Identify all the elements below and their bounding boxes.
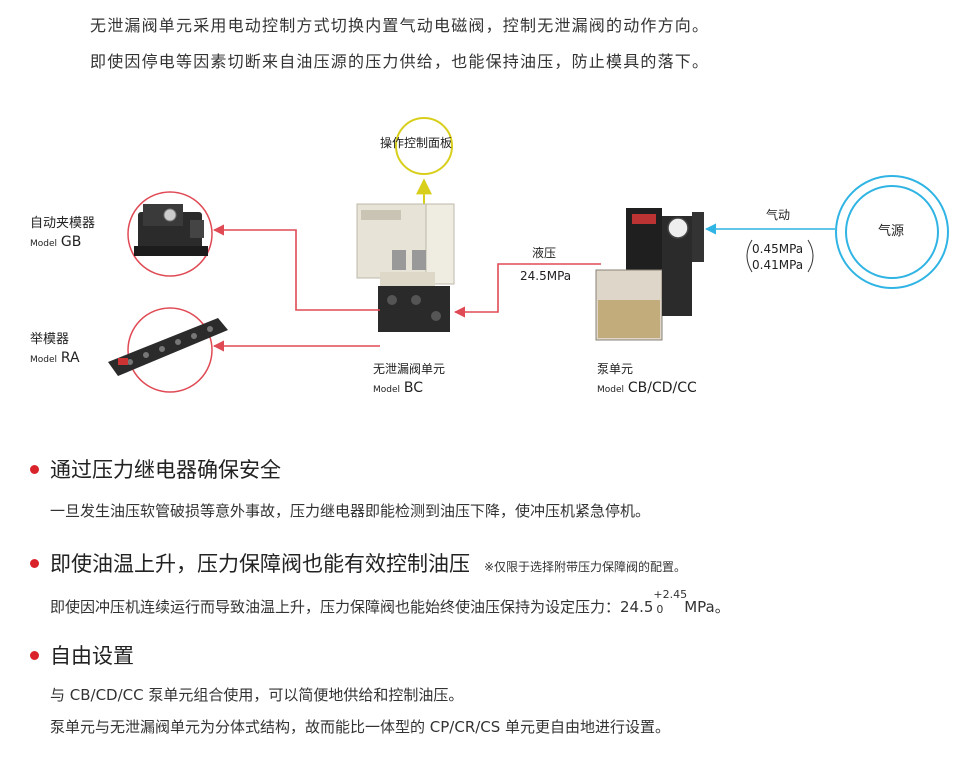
intro-line-1: 无泄漏阀单元采用电动控制方式切换内置气动电磁阀，控制无泄漏阀的动作方向。 (90, 16, 710, 35)
gb-model-label: Model GB (30, 234, 81, 251)
feature-2-pressure-value: 24.5 (620, 598, 654, 616)
feature-2-bullet (30, 559, 39, 568)
gb-clamp-device (134, 204, 208, 256)
control-panel-label: 操作控制面板 (380, 136, 453, 150)
feature-2-pressure-unit: MPa。 (679, 598, 730, 616)
feature-1-bullet (30, 465, 39, 474)
feature-2-tolerance-plus: +2.45 (653, 588, 688, 601)
feature-2-tolerance: +2.45 0 (653, 588, 687, 616)
air-range-left-bracket (746, 239, 753, 273)
air-range-right-bracket (807, 239, 814, 273)
feature-1-desc: 一旦发生油压软管破损等意外事故，压力继电器即能检测到油压下降，使冲压机紧急停机。 (50, 502, 651, 520)
pump-model-code: CB/CD/CC (627, 380, 697, 396)
gb-name-label: 自动夹模器 (30, 216, 96, 231)
feature-2-desc-text: 即使因冲压机连续运行而导致油温上升，压力保障阀也能始终使油压保持为设定压力： (50, 598, 621, 616)
pump-name-label: 泵单元 (597, 362, 634, 376)
air-source-inner-circle (845, 185, 939, 279)
ra-lifter-device (108, 318, 228, 376)
hydraulic-label: 液压 (532, 246, 557, 260)
feature-2-tolerance-minus: 0 (656, 603, 664, 616)
pump-model-label: Model CB/CD/CC (597, 380, 697, 397)
ra-model-code: RA (60, 350, 80, 366)
bc-model-prefix: Model (373, 385, 401, 395)
intro-line-2: 即使因停电等因素切断来自油压源的压力供给，也能保持油压，防止模具的落下。 (90, 52, 710, 71)
feature-3-bullet (30, 651, 39, 660)
air-pressure-high: 0.45MPa (752, 242, 804, 256)
feature-1-title: 通过压力继电器确保安全 (50, 458, 281, 482)
hydraulic-line-bc-to-gb (212, 224, 380, 311)
feature-2-note: ※仅限于选择附带压力保障阀的配置。 (484, 560, 687, 574)
feature-3-title: 自由设置 (50, 644, 134, 668)
system-diagram (108, 117, 949, 393)
gb-model-prefix: Model (30, 239, 58, 249)
feature-2-title-row: 即使油温上升，压力保障阀也能有效控制油压 ※仅限于选择附带压力保障阀的配置。 (50, 548, 686, 578)
ra-model-prefix: Model (30, 355, 58, 365)
control-panel-circle (395, 117, 453, 175)
ra-model-label: Model RA (30, 350, 80, 367)
hydraulic-line-pump-to-bc (453, 263, 601, 318)
air-label: 气动 (766, 208, 791, 222)
feature-3-desc-1: 与 CB/CD/CC 泵单元组合使用，可以简便地供给和控制油压。 (50, 686, 464, 704)
bc-valve-unit (356, 203, 455, 332)
gb-model-code: GB (60, 234, 82, 250)
bc-model-code: BC (403, 380, 423, 396)
bc-name-label: 无泄漏阀单元 (373, 362, 446, 376)
ra-name-label: 举模器 (30, 332, 70, 347)
air-source-label: 气源 (878, 224, 905, 239)
feature-2-desc: 即使因冲压机连续运行而导致油温上升，压力保障阀也能始终使油压保持为设定压力：24… (50, 588, 730, 617)
air-pressure-low: 0.41MPa (752, 258, 804, 272)
ra-lifter-circle (127, 307, 213, 393)
air-source-outer-circle (835, 175, 949, 289)
feature-2-title: 即使油温上升，压力保障阀也能有效控制油压 (50, 552, 470, 576)
pump-unit (595, 208, 704, 341)
gb-clamp-circle (127, 191, 213, 277)
feature-3-desc-2: 泵单元与无泄漏阀单元为分体式结构，故而能比一体型的 CP/CR/CS 单元更自由… (50, 718, 671, 736)
pump-model-prefix: Model (597, 385, 625, 395)
bc-model-label: Model BC (373, 380, 423, 397)
hydraulic-pressure-value: 24.5MPa (520, 269, 572, 283)
